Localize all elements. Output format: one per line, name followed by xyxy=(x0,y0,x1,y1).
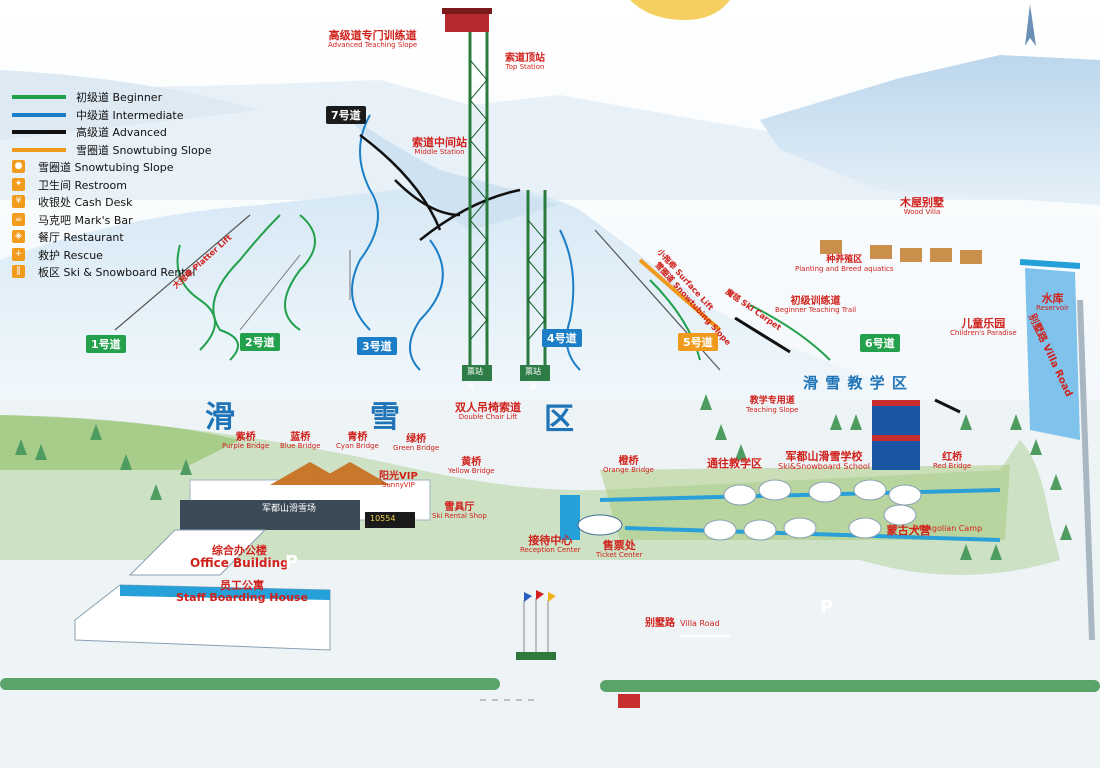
legend-rescue: +救护 Rescue xyxy=(8,247,218,265)
legend-bar: ☕马克吧 Mark's Bar xyxy=(8,212,218,230)
slope-1-sign: 1号道 xyxy=(86,335,126,353)
legend-rental: ‖板区 Ski & Snowboard Rental xyxy=(8,264,218,282)
villa-road-label: 别墅路 Villa Road xyxy=(645,618,720,629)
map-legend: 初级道 Beginner 中级道 Intermediate 高级道 Advanc… xyxy=(8,89,218,282)
reservoir xyxy=(1025,268,1080,440)
zone-char-hua: 滑 xyxy=(205,400,235,435)
slope-3-sign: 3号道 xyxy=(357,337,397,355)
station-b-label: 票站 xyxy=(525,367,541,376)
slope-2-sign: 2号道 xyxy=(240,333,280,351)
legend-restaurant: ◈餐厅 Restaurant xyxy=(8,229,218,247)
rental-icon: ‖ xyxy=(12,265,25,278)
slope-7-sign: 7号道 xyxy=(326,106,366,124)
slope-4-sign: 4号道 xyxy=(542,329,582,347)
zone-char-xue: 雪 xyxy=(370,400,400,435)
legend-snowtube-icon-row: ●雪圈道 Snowtubing Slope xyxy=(8,159,218,177)
lift-a-label: A xyxy=(468,382,475,391)
legend-snowtube-slope: 雪圈道 Snowtubing Slope xyxy=(8,142,218,160)
slope-6-sign: 6号道 xyxy=(860,334,900,352)
restroom-icon: ✦ xyxy=(12,177,25,191)
lodge-number: 10554 xyxy=(370,514,396,523)
cash-icon: ¥ xyxy=(12,195,25,208)
teaching-area-title: 滑 雪 教 学 区 xyxy=(803,374,908,392)
rescue-icon: + xyxy=(12,247,25,261)
to-teaching-area-label: 通往教学区 xyxy=(707,457,762,470)
station-a-label: 票站 xyxy=(467,367,483,376)
lodge-sign: 军都山滑雪场 xyxy=(262,504,317,514)
legend-intermediate: 中级道 Intermediate xyxy=(8,107,218,125)
zone-char-qu: 区 xyxy=(544,402,574,437)
right-mountain xyxy=(760,55,1100,205)
legend-restroom: ✦卫生间 Restroom xyxy=(8,177,218,195)
snowtube-icon: ● xyxy=(12,160,25,173)
parking-icon: P xyxy=(820,597,834,618)
slope-5-sign: 5号道 xyxy=(678,333,718,351)
ski-slope-area xyxy=(0,184,880,420)
legend-beginner: 初级道 Beginner xyxy=(8,89,218,107)
bar-icon: ☕ xyxy=(12,212,25,226)
restaurant-icon: ◈ xyxy=(12,230,25,243)
legend-advanced: 高级道 Advanced xyxy=(8,124,218,142)
legend-cash: ¥收银处 Cash Desk xyxy=(8,194,218,212)
parking-icon: P xyxy=(285,552,299,573)
lift-b-label: B xyxy=(530,382,537,391)
